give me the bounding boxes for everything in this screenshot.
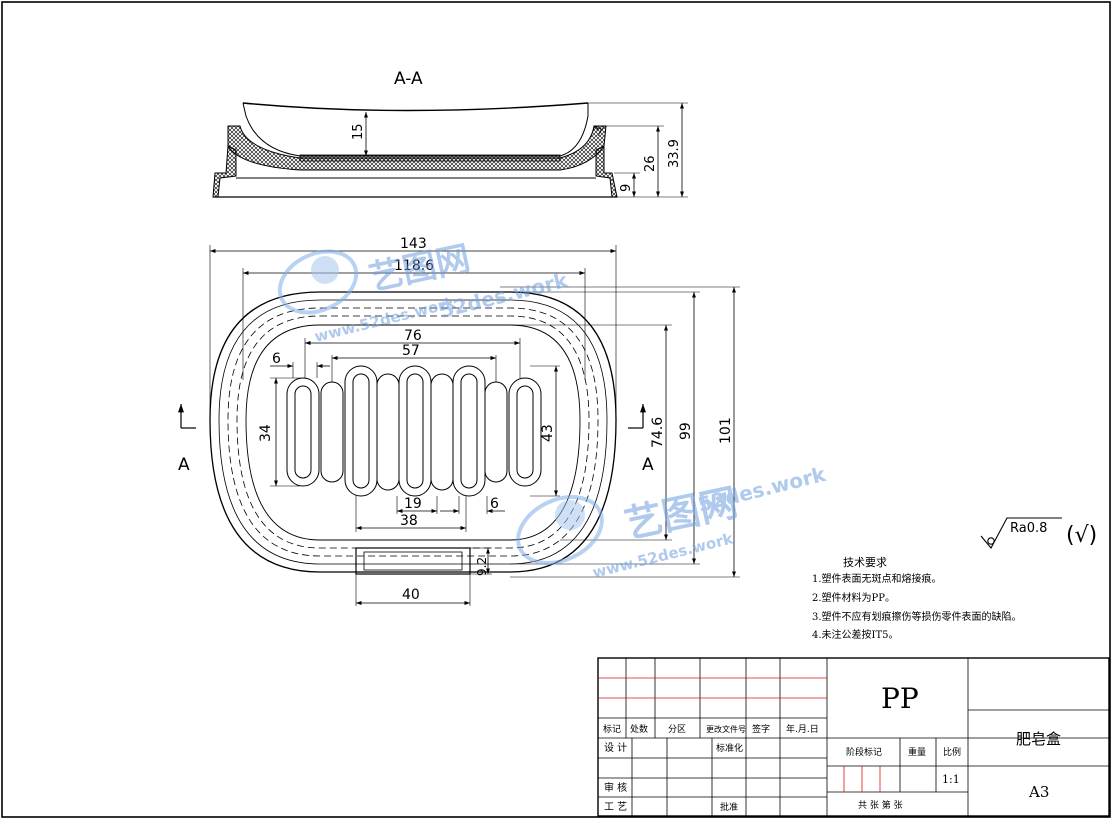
label-stage-mark: 阶段标记 xyxy=(846,746,882,758)
label-process: 工 艺 xyxy=(604,801,627,813)
dim-slot-length-34: 34 xyxy=(258,424,274,442)
dim-span-76: 76 xyxy=(404,328,422,344)
part-name: 肥皂盒 xyxy=(1016,730,1061,748)
dim-slot-width-right: 6 xyxy=(490,496,499,512)
plan-view: 143 118.6 76 57 6 34 43 74.6 99 101 19 3… xyxy=(178,236,740,606)
tech-requirements: 技术要求 1.塑件表面无斑点和熔接痕。 2.塑件材料为PP。 3.塑件不应有划痕… xyxy=(812,556,1022,641)
tech-item-1: 1.塑件表面无斑点和熔接痕。 xyxy=(812,572,942,585)
watermark-brand-top: 艺图网 xyxy=(366,238,474,298)
roughness-symbol: Ra0.8 (√) xyxy=(980,517,1097,549)
section-label: A-A xyxy=(394,69,423,89)
watermark-www-top: www.52des.work xyxy=(313,293,458,346)
dim-inner-width-74-6: 74.6 xyxy=(650,417,666,448)
label-design: 设 计 xyxy=(604,741,627,754)
view-marker-right: A xyxy=(642,455,654,475)
dim-inner-length: 118.6 xyxy=(394,258,434,274)
tech-item-2: 2.塑件材料为PP。 xyxy=(812,591,895,604)
header-zone: 分区 xyxy=(668,724,686,735)
dim-slot-length-43: 43 xyxy=(540,424,556,442)
tech-item-4: 4.未注公差按IT5。 xyxy=(812,628,899,641)
drain-slots xyxy=(286,365,542,497)
material-value: PP xyxy=(881,682,919,715)
header-count: 处数 xyxy=(630,723,648,735)
roughness-suffix: (√) xyxy=(1066,523,1097,548)
label-scale: 比例 xyxy=(943,746,961,758)
dim-span-38: 38 xyxy=(400,513,418,529)
watermark-logo-icon xyxy=(277,249,359,315)
title-block: 标记 处数 分区 更改文件号 签字 年.月.日 设 计 标准化 审 核 工 艺 … xyxy=(597,657,1110,817)
header-mark: 标记 xyxy=(603,723,621,735)
dim-radius-3: 3 xyxy=(591,124,606,135)
dim-base-9: 9 xyxy=(619,184,634,192)
label-approve: 批准 xyxy=(720,801,738,813)
section-view-aa: A-A 15 33.9 26 9 3 xyxy=(212,69,688,198)
tech-title: 技术要求 xyxy=(843,556,887,569)
label-standardization: 标准化 xyxy=(716,742,743,754)
dim-width-99: 99 xyxy=(678,422,694,440)
watermark-url-bottom: 52des.work xyxy=(695,462,828,517)
dim-slot-width-left: 6 xyxy=(272,351,281,367)
dim-tab-width-40: 40 xyxy=(402,587,420,603)
scale-value: 1:1 xyxy=(942,773,960,786)
dim-span-57: 57 xyxy=(402,343,420,359)
dim-overall-width-101: 101 xyxy=(718,417,734,444)
tech-item-3: 3.塑件不应有划痕擦伤等损伤零件表面的缺陷。 xyxy=(812,610,1022,623)
dim-height-26: 26 xyxy=(643,155,658,172)
label-review: 审 核 xyxy=(604,781,627,794)
label-sheets: 共 张 第 张 xyxy=(858,799,903,811)
header-sign: 签字 xyxy=(752,723,770,735)
dim-overall-length: 143 xyxy=(400,236,427,252)
header-change-doc: 更改文件号 xyxy=(706,724,746,734)
dim-height-33-9: 33.9 xyxy=(667,139,682,168)
roughness-value: Ra0.8 xyxy=(1010,521,1047,536)
view-marker-left: A xyxy=(178,455,190,475)
dim-tab-depth-9-2: 9.2 xyxy=(475,557,489,576)
watermark-logo-icon-2 xyxy=(516,495,604,565)
header-date: 年.月.日 xyxy=(786,723,819,735)
sheet-size: A3 xyxy=(1028,783,1049,801)
label-weight: 重量 xyxy=(908,746,926,758)
dim-depth-15: 15 xyxy=(351,123,366,140)
dim-pitch-19: 19 xyxy=(404,496,422,512)
